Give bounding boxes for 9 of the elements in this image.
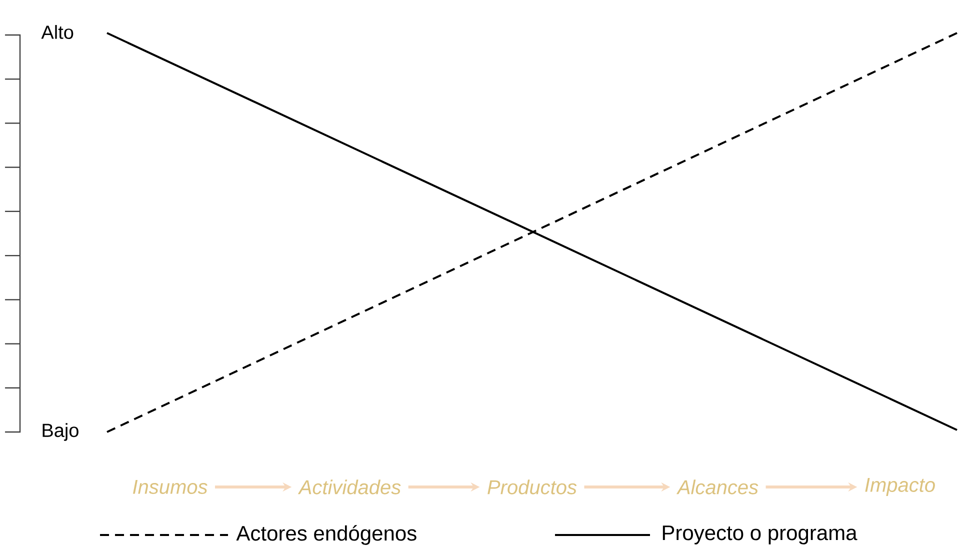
legend-label: Proyecto o programa [662, 526, 858, 544]
stage-label: Productos [488, 480, 577, 494]
stage-label: Impacto [865, 478, 935, 496]
axis-label: Bajo [42, 423, 78, 441]
stage-label: Insumos [133, 480, 208, 494]
legend-label: Actores endógenos [236, 525, 416, 545]
stage-label: Alcances [676, 480, 758, 494]
stage-label: Actividades [298, 480, 401, 494]
axis-label: Alto [41, 25, 74, 39]
